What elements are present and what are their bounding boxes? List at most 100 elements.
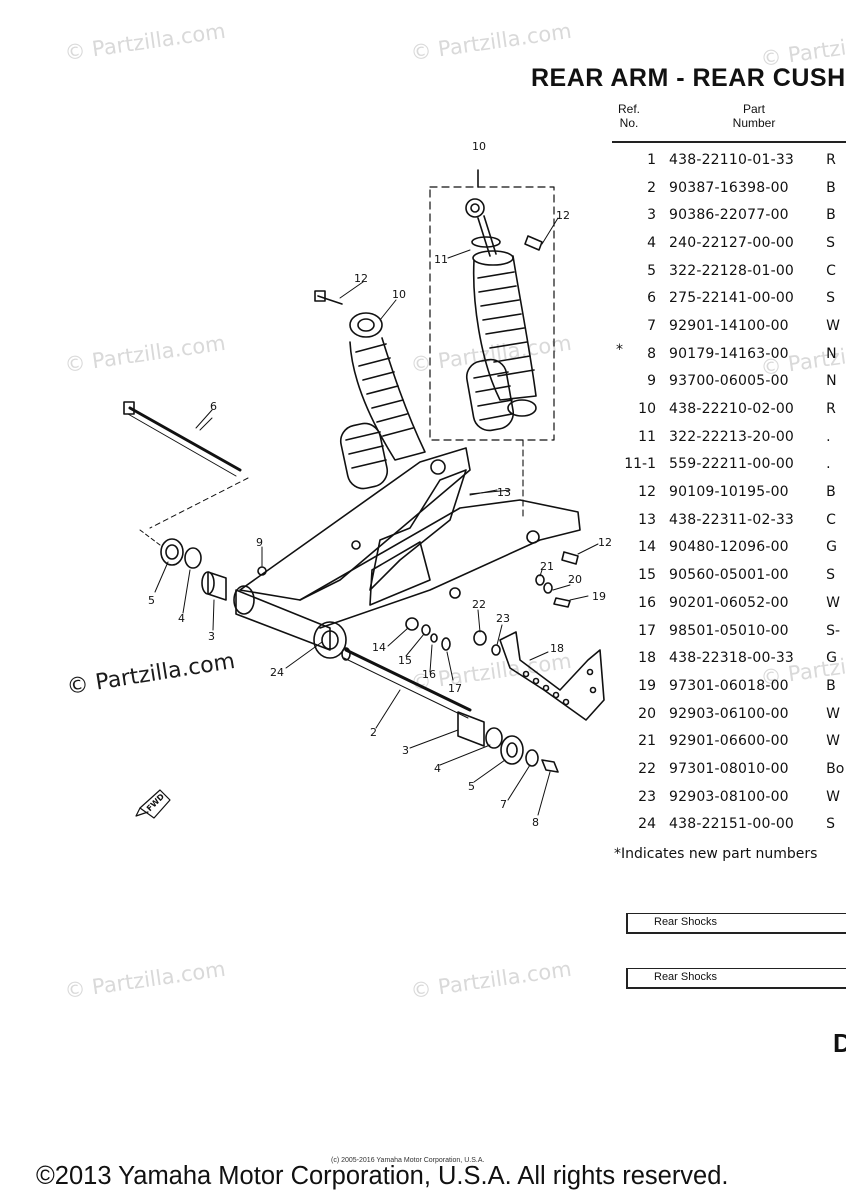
description-cell: S- bbox=[826, 622, 841, 639]
ref-number: 2 bbox=[647, 179, 656, 196]
callout-label: 22 bbox=[472, 598, 486, 611]
part-number-cell: 240-22127-00-00 bbox=[669, 234, 795, 251]
callout-label: 11 bbox=[434, 253, 448, 266]
ref-cell: 20 bbox=[613, 700, 669, 728]
description-cell: W bbox=[826, 594, 840, 611]
callout-label: 24 bbox=[270, 666, 284, 679]
ref-cell: 3 bbox=[613, 201, 669, 229]
description-cell: G bbox=[826, 650, 837, 667]
part-number-cell: 438-22110-01-33 bbox=[669, 151, 795, 168]
description-cell: Bo bbox=[826, 760, 845, 777]
description-cell: G bbox=[826, 539, 837, 556]
ref-cell: 19 bbox=[613, 672, 669, 700]
callout-label: 2 bbox=[370, 726, 377, 739]
small-copyright: (c) 2005-2016 Yamaha Motor Corporation, … bbox=[331, 1157, 485, 1164]
ref-cell: 22 bbox=[613, 755, 669, 783]
ref-cell: 15 bbox=[613, 561, 669, 589]
callout-label: 14 bbox=[372, 641, 386, 654]
ref-number: 13 bbox=[638, 511, 656, 528]
description-cell: B bbox=[826, 484, 836, 501]
callout-label: 23 bbox=[496, 612, 510, 625]
rear-shocks-box: Rear Shocks bbox=[626, 968, 846, 989]
ref-number: 6 bbox=[647, 290, 656, 307]
ref-cell: 9 bbox=[613, 368, 669, 396]
header-line: Number bbox=[732, 116, 776, 130]
callout-label: 3 bbox=[208, 630, 215, 643]
ref-cell: 1 bbox=[613, 146, 669, 174]
callout-label: 9 bbox=[256, 536, 263, 549]
ref-cell: 18 bbox=[613, 644, 669, 672]
part-number-cell: 322-22128-01-00 bbox=[669, 262, 795, 279]
callout-label: 17 bbox=[448, 682, 462, 695]
ref-number: 18 bbox=[638, 650, 656, 667]
table-row: 12 90109-10195-00 B bbox=[613, 478, 846, 506]
description-cell: B bbox=[826, 677, 836, 694]
description-cell: . bbox=[826, 456, 831, 473]
callout-label: 4 bbox=[434, 762, 441, 775]
page-title: REAR ARM - REAR CUSH bbox=[531, 64, 846, 92]
ref-number: 10 bbox=[638, 401, 656, 418]
part-number-cell: 322-22213-20-00 bbox=[669, 428, 795, 445]
description-cell: S bbox=[826, 816, 836, 833]
ref-number: 11 bbox=[638, 428, 656, 445]
part-number-cell: 438-22210-02-00 bbox=[669, 401, 795, 418]
description-cell: S bbox=[826, 290, 836, 307]
description-cell: W bbox=[826, 733, 840, 750]
part-number-header: Part Number bbox=[714, 102, 794, 130]
callout-label: 3 bbox=[402, 744, 409, 757]
ref-cell: 12 bbox=[613, 478, 669, 506]
ref-number: 14 bbox=[638, 539, 656, 556]
fwd-arrow-label: FWD bbox=[145, 792, 166, 813]
ref-number: 5 bbox=[647, 262, 656, 279]
ref-cell: 5 bbox=[613, 257, 669, 285]
ref-number: 8 bbox=[647, 345, 656, 362]
header-line: Part bbox=[742, 102, 765, 116]
ref-number: 9 bbox=[647, 373, 656, 390]
ref-cell: 11-1 bbox=[613, 451, 669, 479]
copyright-notice: ©2013 Yamaha Motor Corporation, U.S.A. A… bbox=[36, 1162, 729, 1190]
ref-number: 19 bbox=[638, 677, 656, 694]
callout-label: 10 bbox=[392, 288, 406, 301]
part-number-cell: 438-22311-02-33 bbox=[669, 511, 795, 528]
ref-cell: *8 bbox=[613, 340, 669, 368]
part-number-cell: 92901-06600-00 bbox=[669, 733, 789, 750]
part-number-cell: 90387-16398-00 bbox=[669, 179, 789, 196]
description-cell: R bbox=[826, 151, 836, 168]
ref-number: 24 bbox=[638, 816, 656, 833]
callout-label: 20 bbox=[568, 573, 582, 586]
ref-number: 12 bbox=[638, 484, 656, 501]
header-rule bbox=[612, 141, 846, 143]
ref-cell: 24 bbox=[613, 811, 669, 839]
ref-cell: 10 bbox=[613, 395, 669, 423]
ref-cell: 7 bbox=[613, 312, 669, 340]
part-number-cell: 90109-10195-00 bbox=[669, 484, 789, 501]
part-number-cell: 90560-05001-00 bbox=[669, 567, 789, 584]
ref-number: 4 bbox=[647, 234, 656, 251]
part-number-cell: 559-22211-00-00 bbox=[669, 456, 795, 473]
new-part-star: * bbox=[616, 341, 623, 358]
description-cell: W bbox=[826, 317, 840, 334]
description-cell: W bbox=[826, 705, 840, 722]
ref-number: 16 bbox=[638, 594, 656, 611]
callout-label: 21 bbox=[540, 560, 554, 573]
description-cell: W bbox=[826, 788, 840, 805]
callout-label: 12 bbox=[556, 209, 570, 222]
callout-label: 8 bbox=[532, 816, 539, 829]
